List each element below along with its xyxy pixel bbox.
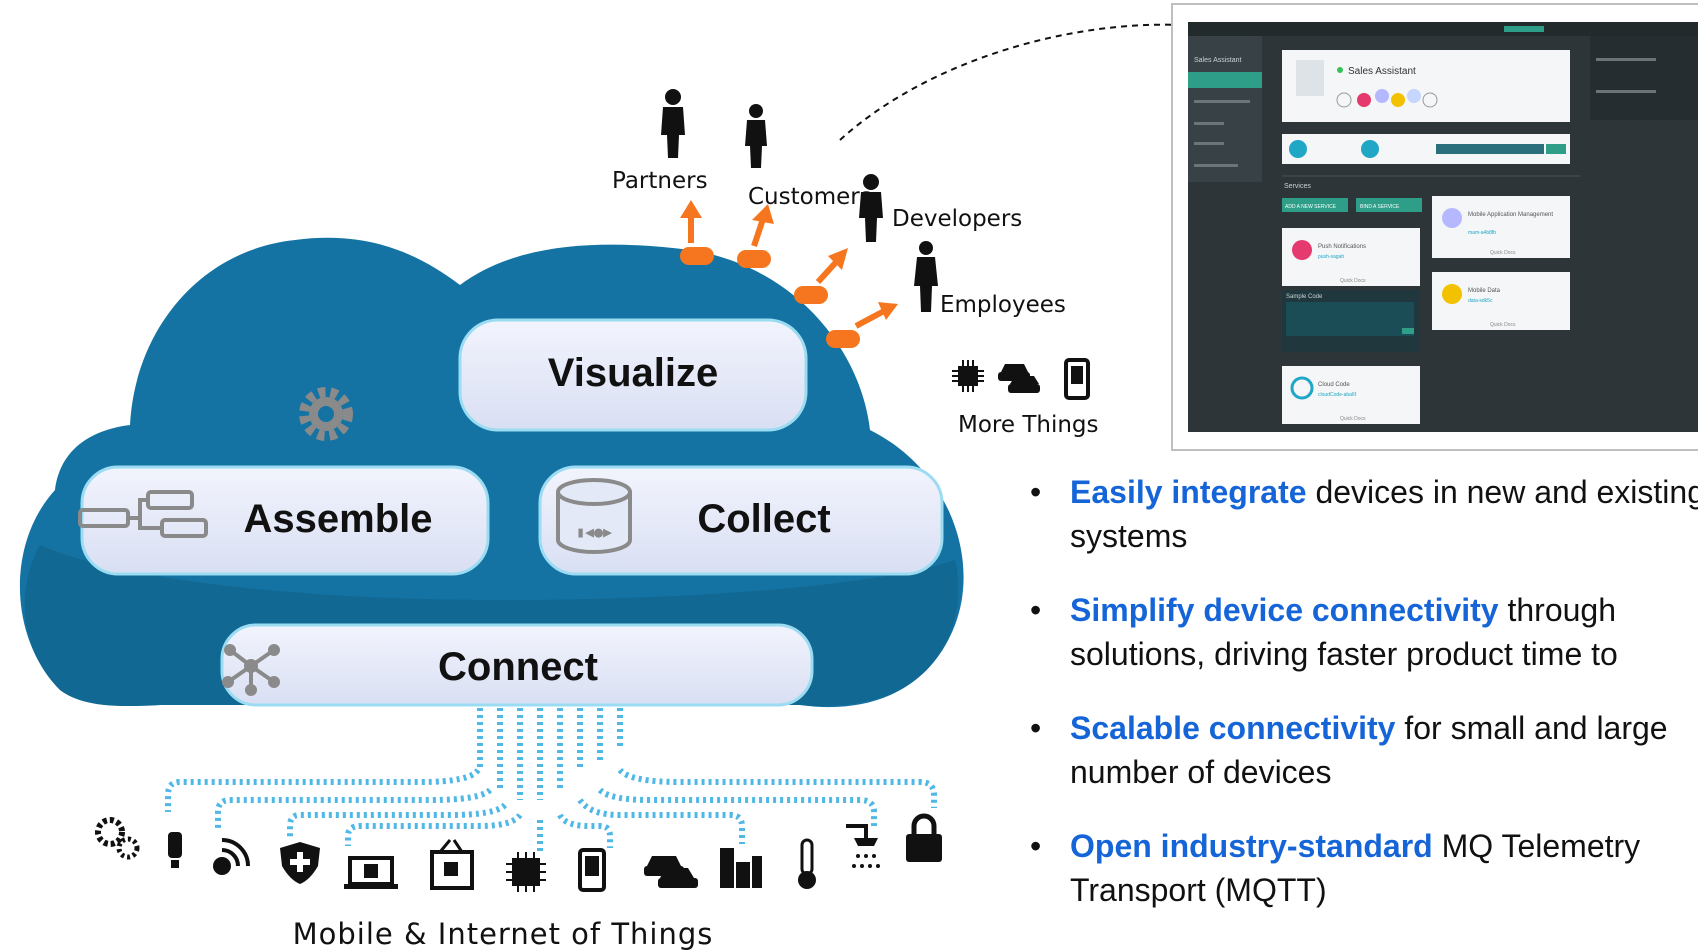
shield-icon — [280, 842, 320, 884]
service-card[interactable]: Cloud Code cloudCode-aba6f Quick Docs — [1282, 366, 1420, 424]
bullet-text: devices in new and existing — [1306, 474, 1698, 510]
employees-label: Employees — [940, 292, 1066, 318]
phone-icon — [1064, 358, 1090, 400]
thermometer-icon — [798, 838, 816, 889]
bullet-item: • Simplify device connectivity through sol… — [1030, 588, 1698, 676]
service-card[interactable]: Mobile Application Management mam-a4b8fb… — [1432, 196, 1570, 258]
device-connection-lines — [165, 708, 937, 855]
dashboard-screenshot: Sales Assistant Sales Assistant Services… — [1171, 3, 1698, 451]
dashboard-app-card[interactable] — [1282, 50, 1570, 122]
device-icons-row — [95, 813, 942, 892]
developers-label: Developers — [892, 206, 1022, 232]
service-card-title: Mobile Application Management — [1468, 212, 1553, 218]
bullet-highlight: Easily integrate — [1070, 474, 1307, 510]
people-silhouettes — [661, 89, 938, 312]
connect-box: Connect — [220, 623, 814, 707]
developer-person-icon — [859, 174, 883, 242]
dashboard-sidebar — [1188, 36, 1262, 182]
bullet-dot: • — [1030, 592, 1042, 628]
cars-icon — [644, 856, 698, 888]
service-card-footer[interactable]: Quick Docs — [1490, 322, 1516, 328]
wireless-icon — [213, 838, 250, 875]
bullet-dot: • — [1030, 828, 1042, 864]
assemble-box: Assemble — [80, 465, 490, 576]
bullet-text-line2: Transport (MQTT) — [1070, 872, 1327, 908]
more-things-icons — [952, 358, 1090, 400]
customers-label: Customers — [748, 184, 872, 210]
service-card-title: Push Notifications — [1318, 244, 1366, 250]
service-card-link[interactable]: data-sdk5c — [1468, 298, 1493, 304]
dashboard-sidebar-title: Sales Assistant — [1194, 57, 1242, 64]
bullet-highlight: Open industry-standard — [1070, 828, 1433, 864]
service-card-link[interactable]: mam-a4b8fb — [1468, 230, 1496, 236]
bullet-text-line2: systems — [1070, 518, 1188, 554]
bullet-text-line2: number of devices — [1070, 754, 1332, 790]
dashboard-sidebar-active-item[interactable] — [1188, 72, 1262, 88]
customer-person-icon — [745, 104, 767, 168]
sample-code-block: Sample Code — [1282, 290, 1420, 352]
bottom-caption: Mobile & Internet of Things — [293, 917, 714, 951]
shower-icon — [846, 824, 880, 868]
benefit-bullets: • Easily integrate devices in new and exi… — [1030, 470, 1698, 942]
bullet-text: MQ Telemetry — [1432, 828, 1641, 864]
bind-service-button[interactable] — [1356, 198, 1422, 212]
bullet-text-line2: solutions, driving faster product time t… — [1070, 636, 1618, 672]
bullet-text: for small and large — [1395, 710, 1668, 746]
bullet-highlight: Scalable connectivity — [1070, 710, 1396, 746]
dashboard-right-rail — [1590, 36, 1698, 120]
service-card-link[interactable]: cloudCode-aba6f — [1318, 392, 1357, 398]
sample-code-label: Sample Code — [1286, 294, 1323, 300]
service-card-title: Mobile Data — [1468, 288, 1501, 294]
service-card-link[interactable]: push-sagah — [1318, 254, 1344, 260]
phone-icon — [578, 848, 606, 892]
lock-icon — [906, 813, 942, 862]
visualize-box: Visualize — [458, 318, 808, 432]
network-hub-icon — [222, 644, 280, 696]
outgoing-arrows — [680, 200, 898, 348]
chip-icon — [506, 852, 546, 892]
add-service-label: ADD A NEW SERVICE — [1285, 204, 1337, 210]
gear-icon — [299, 387, 353, 441]
cars-icon — [998, 364, 1040, 393]
service-card[interactable]: Mobile Data data-sdk5c Quick Docs — [1432, 272, 1570, 330]
tv-icon — [430, 839, 474, 890]
database-icon: ▮◀●▶ — [556, 478, 632, 554]
partner-person-icon — [661, 89, 685, 158]
bullet-dot: • — [1030, 710, 1042, 746]
dashboard-services-heading: Services — [1284, 183, 1311, 190]
bullet-item: • Easily integrate devices in new and exi… — [1030, 470, 1698, 558]
collect-label: Collect — [697, 497, 830, 541]
service-card-footer[interactable]: Quick Docs — [1340, 416, 1366, 422]
bullet-text: through — [1498, 592, 1617, 628]
dashboard-app-title: Sales Assistant — [1348, 66, 1416, 77]
factory-icon — [720, 848, 762, 888]
service-card-footer[interactable]: Quick Docs — [1340, 278, 1366, 284]
visualize-label: Visualize — [548, 351, 718, 395]
bullet-dot: • — [1030, 474, 1042, 510]
assemble-label: Assemble — [244, 497, 433, 541]
chip-icon — [952, 360, 984, 392]
employee-person-icon — [914, 241, 938, 312]
laptop-icon — [344, 856, 398, 889]
partners-label: Partners — [612, 168, 708, 194]
bullet-highlight: Simplify device connectivity — [1070, 592, 1499, 628]
service-card[interactable]: Push Notifications push-sagah Quick Docs — [1282, 228, 1420, 286]
gears-icon — [95, 817, 140, 860]
add-service-button[interactable] — [1282, 198, 1348, 212]
bind-service-label: BIND A SERVICE — [1360, 204, 1400, 210]
bulb-icon — [168, 832, 182, 868]
service-card-footer[interactable]: Quick Docs — [1490, 250, 1516, 256]
more-things-label: More Things — [958, 412, 1099, 438]
flow-nodes-icon — [78, 490, 208, 538]
collect-box: Collect — [538, 465, 944, 576]
svg-text:▮◀●▶: ▮◀●▶ — [576, 523, 612, 541]
service-card-title: Cloud Code — [1318, 382, 1350, 388]
bullet-item: • Scalable connectivity for small and lar… — [1030, 706, 1698, 794]
connect-label: Connect — [438, 645, 598, 689]
